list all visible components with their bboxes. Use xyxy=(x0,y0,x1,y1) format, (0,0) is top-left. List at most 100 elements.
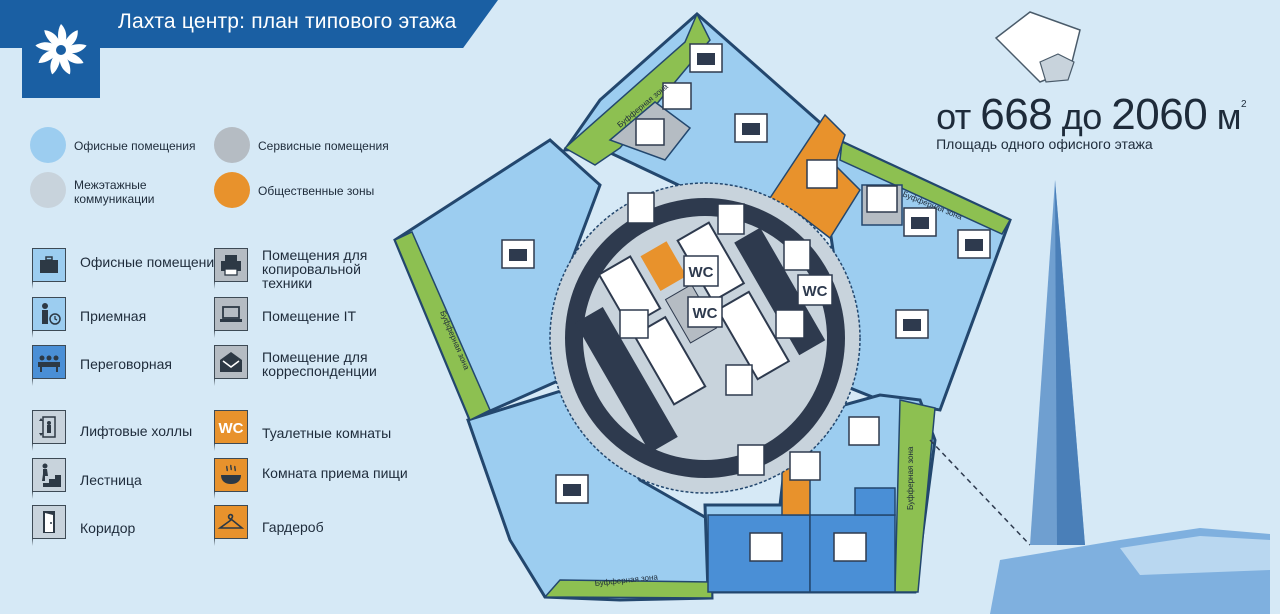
callout-tail xyxy=(214,330,223,338)
tower-spire-shade xyxy=(1055,180,1085,545)
zone-legend-label: Межэтажные коммуникации xyxy=(74,178,155,206)
door-icon xyxy=(737,444,765,476)
office-markers xyxy=(501,43,991,504)
elevator-icon xyxy=(717,203,745,235)
stairs-icon xyxy=(32,458,66,492)
door-icon xyxy=(627,192,655,224)
legend-label: Туалетные комнаты xyxy=(262,425,392,441)
legend-label: Помещение IT xyxy=(262,308,357,324)
legend-label: Коридор xyxy=(80,520,136,536)
meeting-room-icon xyxy=(32,345,66,379)
legend-label: Помещения для копировальной техники xyxy=(262,247,368,291)
buffer-zone-label: Буфферная зона xyxy=(906,446,915,510)
zone-legend-label: Офисные помещения xyxy=(74,139,196,153)
legend-label: Помещение для корреспонденции xyxy=(262,349,377,379)
wc-label: WC xyxy=(689,264,714,281)
legend-label: Приемная xyxy=(80,308,147,324)
wc-marker xyxy=(797,274,833,306)
legend-label: Лестница xyxy=(80,472,142,488)
hanger-icon xyxy=(214,505,248,539)
office-marker-glyphs xyxy=(509,53,983,496)
legend-label: Комната приема пищи xyxy=(262,465,408,481)
area-prefix: от xyxy=(936,96,971,137)
wc-marker xyxy=(687,296,723,328)
floor-shape-small xyxy=(1039,53,1075,83)
wc-text: WC xyxy=(219,420,244,437)
buffer-zone-east xyxy=(894,399,936,593)
elevator-icon xyxy=(725,364,753,396)
food-icon xyxy=(214,458,248,492)
callout-tail xyxy=(32,330,41,338)
elevator-shaft xyxy=(716,290,791,381)
reception-icon xyxy=(32,297,66,331)
callout-tail xyxy=(214,281,223,289)
door-icon xyxy=(32,505,66,539)
zone-legend-label: Общественные зоны xyxy=(258,184,375,198)
meeting-rooms xyxy=(707,487,896,593)
communications-zone-swatch xyxy=(30,172,66,208)
core-shaft xyxy=(575,306,678,453)
elevator-icon xyxy=(32,410,66,444)
stairs-icon xyxy=(619,309,649,339)
lakhta-logo xyxy=(22,8,100,98)
wc-marker xyxy=(683,255,719,287)
area-range: от 668 до 2060 м2 xyxy=(936,90,1246,140)
meeting-room xyxy=(854,487,896,516)
callout-tail xyxy=(214,538,223,546)
wc-room xyxy=(640,241,687,291)
page-title: Лахта центр: план типового этажа xyxy=(118,10,457,33)
area-caption: Площадь одного офисного этажа xyxy=(936,136,1153,152)
wc-callouts: WC WC WC xyxy=(683,255,833,328)
buffer-zones xyxy=(394,12,1012,599)
briefcase-icon xyxy=(32,248,66,282)
tower-base-glass xyxy=(1120,536,1270,575)
envelope-icon xyxy=(214,345,248,379)
buffer-zone-northeast xyxy=(839,140,1012,235)
buffer-zone-north xyxy=(563,12,711,166)
area-unit: м xyxy=(1216,96,1242,137)
office-wings xyxy=(393,11,1012,602)
service-zone-swatch xyxy=(214,127,250,163)
area-max: 2060 xyxy=(1111,90,1208,139)
wc-label: WC xyxy=(693,305,718,322)
elevator-shaft xyxy=(632,315,707,406)
hanger-icon xyxy=(789,451,821,481)
stairs-icon xyxy=(775,309,805,339)
legend-label: Лифтовые холлы xyxy=(80,423,193,439)
area-mid: до xyxy=(1061,96,1103,137)
elevator-icon xyxy=(783,239,811,271)
printer-icon xyxy=(214,248,248,282)
public-zone-swatch xyxy=(214,172,250,208)
callout-tail xyxy=(214,491,223,499)
zone-legend-label: Сервисные помещения xyxy=(258,139,389,153)
area-info: от 668 до 2060 м2 Площадь одного офисног… xyxy=(936,90,1246,152)
envelope-icon xyxy=(635,118,665,146)
callout-tail xyxy=(32,443,41,451)
wc-icon: WC xyxy=(214,410,248,444)
wc-label: WC xyxy=(803,283,828,300)
area-min: 668 xyxy=(980,90,1053,139)
meeting-room-icon xyxy=(833,532,867,562)
callout-tail xyxy=(32,538,41,546)
callout-tail xyxy=(32,281,41,289)
leader-line xyxy=(929,439,1031,546)
buffer-zone-west xyxy=(394,230,491,422)
service-markers xyxy=(619,82,898,562)
reception-icon xyxy=(848,416,880,446)
food-icon xyxy=(806,159,838,189)
area-unit-power: 2 xyxy=(1240,99,1247,110)
printer-icon xyxy=(662,82,692,110)
callout-tail xyxy=(214,378,223,386)
legend-label: Гардероб xyxy=(262,519,324,535)
callout-tail xyxy=(214,443,223,451)
legend-label: Переговорная xyxy=(80,356,172,372)
office-zone-swatch xyxy=(30,127,66,163)
callout-tail xyxy=(32,378,41,386)
laptop-icon xyxy=(866,185,898,213)
meeting-room-icon xyxy=(749,532,783,562)
laptop-icon xyxy=(214,297,248,331)
legend-label: Офисные помещения xyxy=(80,254,222,270)
callout-tail xyxy=(32,491,41,499)
